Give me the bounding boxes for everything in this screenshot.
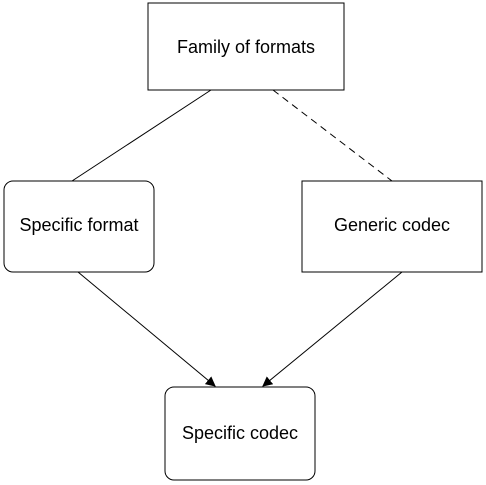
edge-family-to-generic-codec [272, 89, 393, 182]
node-generic-codec-label: Generic codec [334, 215, 450, 235]
node-generic-codec: Generic codec [301, 180, 483, 273]
node-family-of-formats: Family of formats [147, 2, 345, 91]
node-specific-codec-box [164, 386, 316, 481]
node-specific-format-label: Specific format [19, 215, 138, 235]
edge-specific-format-to-specific-codec [77, 271, 216, 387]
edge-family-to-specific-format [71, 89, 212, 182]
node-specific-codec: Specific codec [164, 386, 316, 481]
node-family-of-formats-label: Family of formats [177, 37, 315, 57]
node-specific-format-box [3, 180, 155, 273]
node-family-of-formats-box [147, 2, 345, 91]
node-specific-format: Specific format [3, 180, 155, 273]
edge-generic-codec-to-specific-codec [262, 271, 403, 387]
node-specific-codec-label: Specific codec [182, 423, 298, 443]
node-generic-codec-box [301, 180, 483, 273]
